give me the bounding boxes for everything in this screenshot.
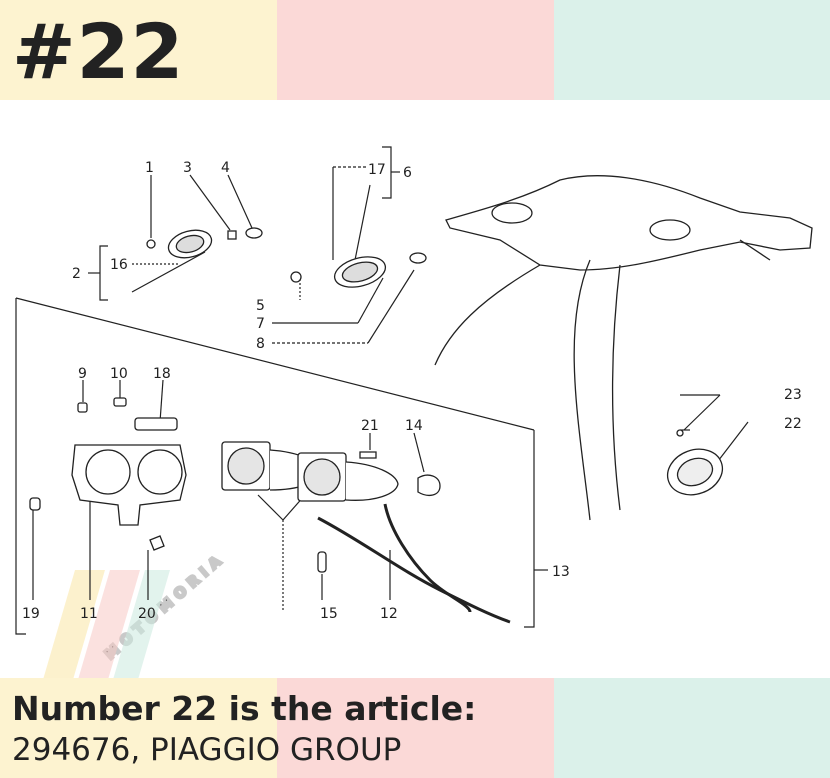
header-band-yellow [0, 0, 277, 100]
article-caption-heading: Number 22 is the article: [12, 689, 477, 728]
footer-band-yellow [0, 678, 277, 778]
callout-13: 13 [552, 564, 570, 580]
callout-15: 15 [320, 606, 338, 622]
callout-1: 1 [145, 160, 154, 176]
item-number-badge: #22 [12, 7, 185, 96]
callout-8: 8 [256, 336, 265, 352]
callout-14: 14 [405, 418, 423, 434]
exploded-parts-diagram: MOTOMORIA [15, 146, 813, 678]
callout-18: 18 [153, 366, 171, 382]
callout-7: 7 [256, 316, 265, 332]
callout-16: 16 [110, 257, 128, 273]
article-caption-code: 294676, PIAGGIO GROUP [12, 732, 402, 768]
watermark-stripes [43, 570, 170, 678]
leader-lines [15, 146, 749, 635]
callout-6: 6 [403, 165, 412, 181]
callout-12: 12 [380, 606, 398, 622]
parts [29, 175, 813, 624]
callout-22: 22 [784, 416, 802, 432]
header-band-pink [277, 0, 554, 100]
callout-17: 17 [368, 162, 386, 178]
callout-4: 4 [221, 160, 230, 176]
callout-11: 11 [80, 606, 98, 622]
callout-19: 19 [22, 606, 40, 622]
callout-3: 3 [183, 160, 192, 176]
callout-10: 10 [110, 366, 128, 382]
footer-band-green [554, 678, 830, 778]
callout-21: 21 [361, 418, 379, 434]
callout-2: 2 [72, 266, 81, 282]
callout-20: 20 [138, 606, 156, 622]
callout-23: 23 [784, 387, 802, 403]
footer-band-pink [277, 678, 554, 778]
callout-labels: 1 3 4 2 16 17 6 5 7 8 9 10 18 21 14 23 2… [22, 160, 802, 622]
callout-5: 5 [256, 298, 265, 314]
header-band-green [554, 0, 830, 100]
callout-9: 9 [78, 366, 87, 382]
